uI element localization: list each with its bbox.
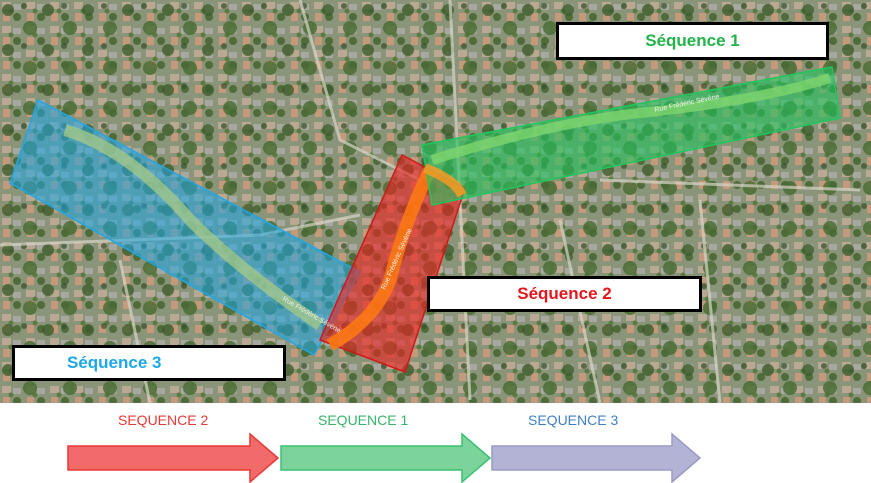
sequence-order-arrows <box>67 432 702 483</box>
arrow-sequence-2 <box>67 432 280 483</box>
arrow-sequence-3 <box>491 432 702 483</box>
sequence-2-street <box>326 167 436 351</box>
sequence-1-label-box: Séquence 1 <box>556 22 829 60</box>
arrow-sequence-1 <box>280 432 492 483</box>
legend-label-sequence-2: SEQUENCE 2 <box>118 412 209 428</box>
junction-street <box>423 163 467 198</box>
aerial-map: Rue Frédéric Sévène Rue Frédéric Sévène … <box>0 0 871 403</box>
sequence-1-label: Séquence 1 <box>645 31 740 50</box>
legend-label-sequence-3: SEQUENCE 3 <box>528 412 619 428</box>
sequence-2-label: Séquence 2 <box>517 284 612 303</box>
sequence-3-label-box: Séquence 3 <box>12 345 286 381</box>
sequence-3-label: Séquence 3 <box>67 353 162 372</box>
sequence-1-street <box>430 73 832 165</box>
sequence-3-street <box>63 124 324 330</box>
legend-label-sequence-1: SEQUENCE 1 <box>318 412 409 428</box>
sequence-2-label-box: Séquence 2 <box>427 276 702 312</box>
